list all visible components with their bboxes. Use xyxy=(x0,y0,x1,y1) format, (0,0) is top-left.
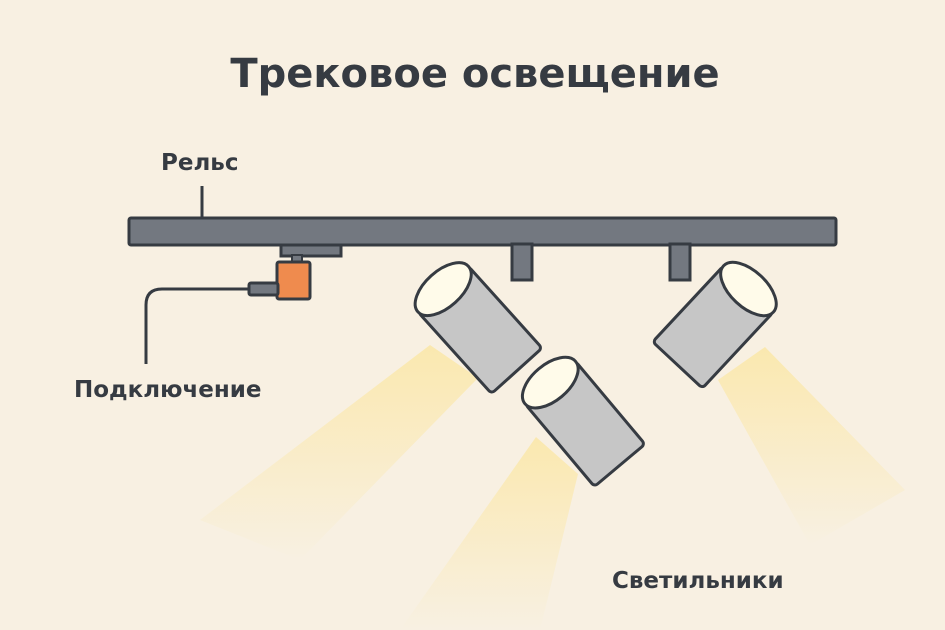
spotlight-right xyxy=(652,242,778,389)
spotlight-right-stem xyxy=(668,242,692,282)
spotlight-left xyxy=(413,242,542,394)
spotlight-left-lens xyxy=(413,261,473,318)
spotlight-center xyxy=(520,355,645,487)
light-beam-left xyxy=(200,345,478,560)
fixtures-label: Светильники xyxy=(612,568,784,594)
track-rail xyxy=(127,216,838,247)
power-connector-box xyxy=(275,260,312,301)
connection-label: Подключение xyxy=(74,377,261,403)
diagram-title: Трековое освещение xyxy=(230,51,719,97)
spotlight-right-lens xyxy=(719,260,778,318)
connector-mount xyxy=(279,243,343,258)
cable-plug xyxy=(247,281,280,297)
spotlight-center-lens xyxy=(520,355,580,410)
light-beam-right xyxy=(718,347,905,545)
light-beam-center xyxy=(400,437,578,630)
rail-label: Рельс xyxy=(161,150,238,176)
spotlight-left-stem xyxy=(510,242,534,282)
power-cable xyxy=(144,287,250,364)
